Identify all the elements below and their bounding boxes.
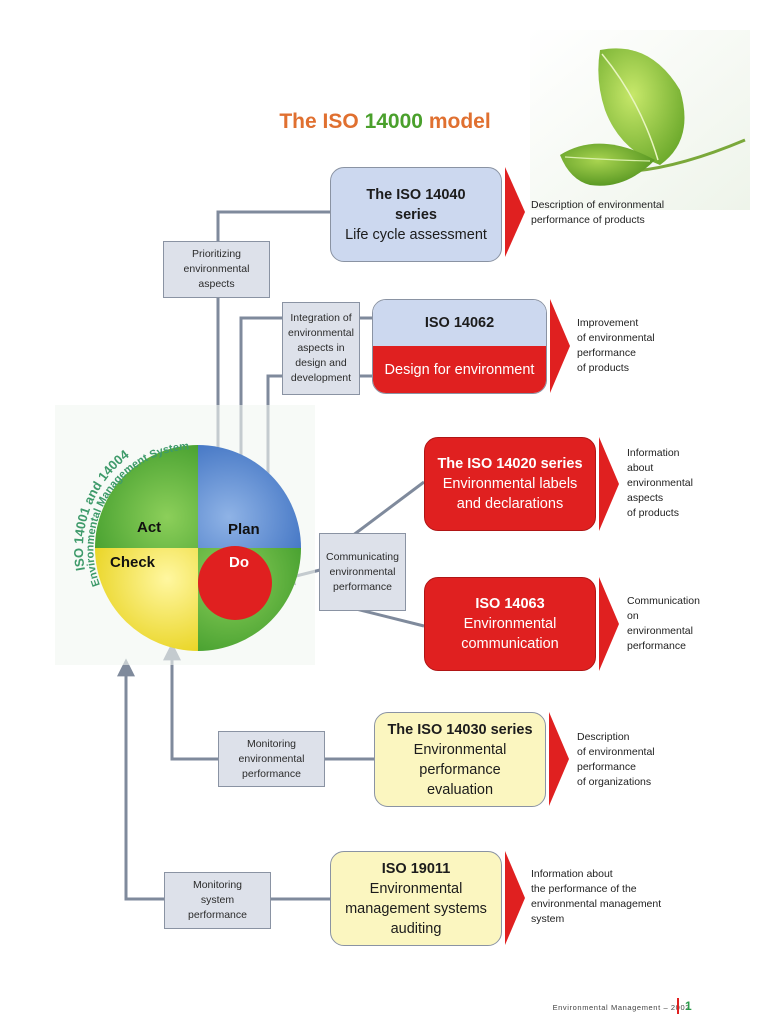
arrow-14063 bbox=[599, 577, 619, 671]
act-quadrant bbox=[95, 445, 198, 548]
footer-divider bbox=[677, 998, 679, 1014]
check-quadrant bbox=[95, 548, 198, 651]
title-model: model bbox=[428, 110, 491, 133]
leaf-icon bbox=[530, 30, 750, 210]
title-number: 14000 bbox=[364, 110, 423, 133]
card-iso14062: ISO 14062 Design for environment bbox=[372, 299, 547, 394]
card-iso14040: The ISO 14040 series Life cycle assessme… bbox=[330, 167, 502, 262]
do-label: Do bbox=[229, 554, 249, 571]
card-iso14020: The ISO 14020 series Environmental label… bbox=[424, 437, 596, 531]
plan-label: Plan bbox=[228, 521, 260, 538]
title-iso: ISO bbox=[322, 110, 359, 133]
title-the: The bbox=[279, 110, 317, 133]
arrow-14040 bbox=[505, 167, 525, 257]
footer-text: Environmental Management – 2002 bbox=[552, 1003, 690, 1012]
plan-quadrant bbox=[198, 445, 301, 548]
pdca-cycle: ISO 14001 and 14004 Environmental Manage… bbox=[55, 405, 315, 665]
arrow-14062 bbox=[550, 299, 570, 393]
card-iso14063: ISO 14063 Environmental communication bbox=[424, 577, 596, 671]
arrow-14030 bbox=[549, 712, 569, 806]
page-number: 1 bbox=[685, 999, 692, 1013]
arrow-14020 bbox=[599, 437, 619, 531]
act-label: Act bbox=[137, 519, 162, 536]
card-iso19011: ISO 19011 Environmental management syste… bbox=[330, 851, 502, 946]
arrow-19011 bbox=[505, 851, 525, 945]
do-circle bbox=[198, 546, 272, 620]
check-label: Check bbox=[110, 554, 156, 571]
card-iso14030: The ISO 14030 series Environmental perfo… bbox=[374, 712, 546, 807]
page-title: The ISO 14000 model bbox=[230, 110, 540, 134]
